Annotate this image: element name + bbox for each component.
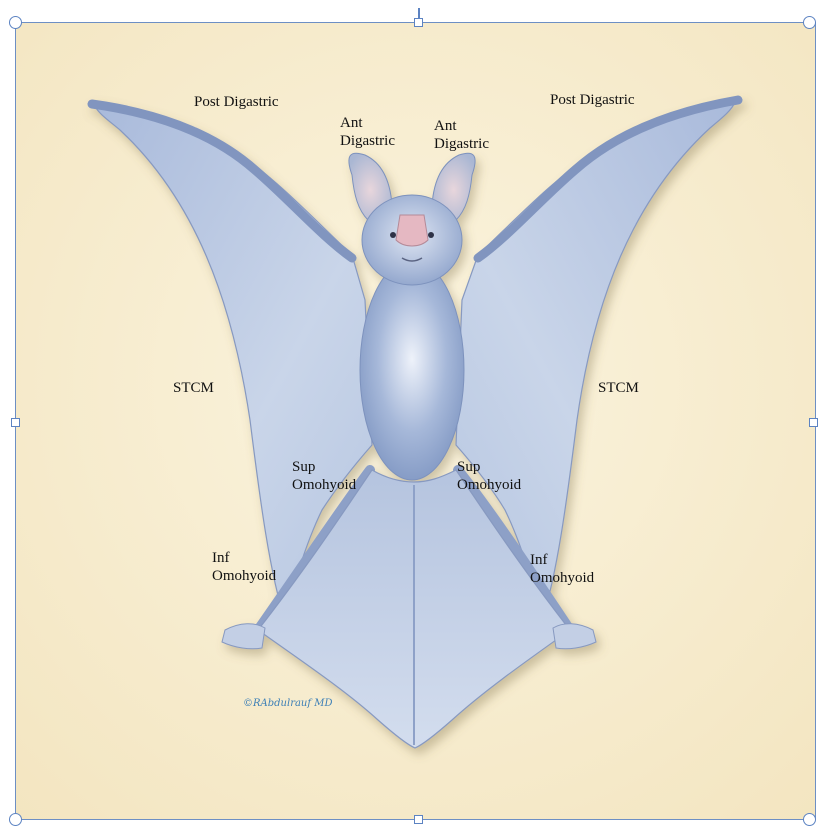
- resize-handle-top[interactable]: [414, 18, 423, 27]
- label-post-digastric-right: Post Digastric: [550, 91, 635, 109]
- resize-handle-right[interactable]: [809, 418, 818, 427]
- label-stcm-left: STCM: [173, 379, 214, 397]
- label-post-digastric-left: Post Digastric: [194, 93, 279, 111]
- label-ant-digastric-left: Ant Digastric: [340, 114, 395, 150]
- artist-signature: ©RAbdulrauf MD: [243, 698, 333, 709]
- label-sup-omohyoid-left: Sup Omohyoid: [292, 458, 356, 494]
- resize-handle-bottom-left[interactable]: [9, 813, 22, 826]
- resize-handle-bottom[interactable]: [414, 815, 423, 824]
- resize-handle-bottom-right[interactable]: [803, 813, 816, 826]
- label-inf-omohyoid-right: Inf Omohyoid: [530, 551, 594, 587]
- selection-frame: [15, 22, 816, 820]
- label-ant-digastric-right: Ant Digastric: [434, 117, 489, 153]
- resize-handle-top-right[interactable]: [803, 16, 816, 29]
- label-sup-omohyoid-right: Sup Omohyoid: [457, 458, 521, 494]
- label-inf-omohyoid-left: Inf Omohyoid: [212, 549, 276, 585]
- label-stcm-right: STCM: [598, 379, 639, 397]
- resize-handle-left[interactable]: [11, 418, 20, 427]
- resize-handle-top-left[interactable]: [9, 16, 22, 29]
